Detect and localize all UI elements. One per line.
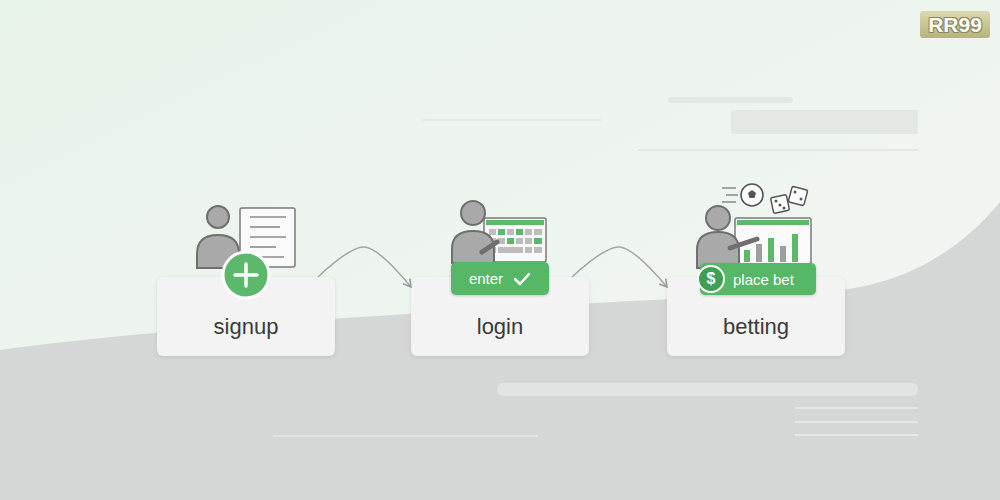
person-arm [730, 239, 757, 248]
chart-bar [756, 244, 762, 262]
form-sheet [240, 208, 295, 267]
step-label: login [411, 313, 589, 341]
signup-illustration [197, 206, 295, 268]
pip [800, 198, 803, 201]
check-mark [513, 272, 531, 286]
decor-bar [668, 97, 793, 103]
person-arm [482, 242, 497, 252]
action-badge: enter [451, 262, 549, 295]
action-badge: $ place bet [700, 263, 816, 295]
person-head [207, 206, 229, 228]
key [525, 229, 532, 235]
login-illustration [452, 201, 546, 263]
motion-line [722, 201, 736, 203]
step-card: betting$place bet [667, 277, 845, 356]
step-label: betting [667, 313, 845, 341]
check-stroke [515, 274, 529, 284]
form-line [250, 246, 276, 248]
key [516, 238, 523, 244]
die-pips [775, 191, 803, 210]
key [498, 247, 523, 253]
chart-bar-top [737, 220, 809, 225]
form-line [250, 256, 284, 258]
person-head [461, 201, 485, 225]
form-line [250, 226, 280, 228]
ball-patch [748, 190, 756, 198]
decor-bar [497, 383, 918, 396]
pip [779, 204, 782, 207]
decor-bar [731, 110, 918, 134]
die [788, 186, 808, 206]
key [534, 229, 542, 235]
key [498, 229, 505, 235]
key [516, 229, 523, 235]
chart-bar [744, 250, 750, 262]
motion-line [726, 194, 738, 196]
form-lines [250, 217, 286, 257]
step-card: loginenter [411, 277, 589, 356]
decor-line [638, 149, 918, 151]
soccer-ball [741, 184, 763, 206]
key [489, 229, 496, 235]
decor-line [273, 435, 538, 437]
badge-label: enter [469, 270, 503, 287]
plus-badge [223, 252, 269, 298]
step-label: signup [157, 313, 335, 341]
person-head [706, 206, 730, 230]
step-card: signup [157, 277, 335, 356]
motion-lines [722, 188, 738, 202]
plus-sign [235, 264, 257, 286]
decor-line [795, 407, 918, 409]
edge-layer [318, 247, 667, 287]
motion-line [722, 187, 736, 189]
chart-bar [780, 246, 786, 262]
chart-bar [792, 234, 798, 262]
form-line [250, 216, 286, 218]
plus-circle [223, 252, 269, 298]
flow-arrow [572, 247, 667, 287]
key [525, 238, 532, 244]
betting-illustration [697, 184, 811, 268]
person-body [197, 235, 239, 268]
pip [775, 200, 778, 203]
decor-line [795, 421, 918, 423]
badge-label: place bet [733, 271, 794, 288]
flow-arrow [318, 247, 411, 287]
background-wave [0, 202, 1000, 500]
keyboard-bar [486, 220, 544, 225]
key [534, 247, 542, 253]
pip [783, 207, 786, 210]
currency-symbol: $ [697, 265, 725, 293]
key [534, 238, 542, 244]
key [507, 238, 514, 244]
decor-lines [273, 97, 918, 437]
chart-bar [768, 238, 774, 262]
decor-line [795, 434, 918, 436]
pip [794, 191, 797, 194]
decor-line [423, 119, 601, 121]
form-line [250, 236, 286, 238]
brand-logo: RR99 [920, 11, 990, 38]
die [771, 195, 790, 214]
key [507, 229, 514, 235]
key [525, 247, 532, 253]
